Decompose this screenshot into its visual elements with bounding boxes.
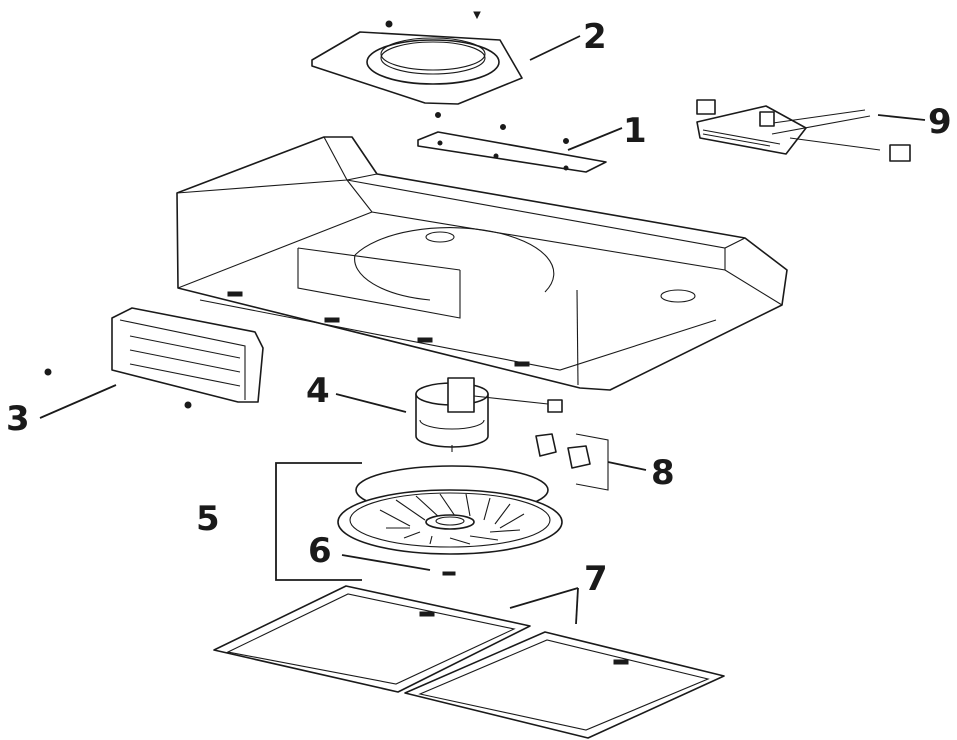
callout-3: 3 bbox=[6, 399, 30, 439]
callout-8: 8 bbox=[651, 453, 675, 493]
part-8-clips bbox=[535, 433, 609, 491]
callout-2: 2 bbox=[583, 17, 607, 57]
part-1-cover-plate bbox=[417, 112, 607, 173]
callout-6: 6 bbox=[308, 531, 332, 571]
part-6-nut bbox=[442, 571, 456, 576]
part-5-fan-wheel bbox=[275, 462, 563, 581]
callout-5: 5 bbox=[196, 499, 220, 539]
part-3-light-assembly bbox=[44, 307, 264, 409]
callout-4: 4 bbox=[306, 371, 330, 411]
part-9-wiring-harness bbox=[696, 99, 911, 162]
part-2-duct-collar bbox=[311, 11, 523, 105]
part-7-grease-filters bbox=[213, 585, 725, 739]
callout-1: 1 bbox=[623, 111, 647, 151]
leader-lines bbox=[39, 35, 926, 625]
hood-body bbox=[176, 136, 788, 391]
part-4-blower-motor bbox=[415, 377, 563, 452]
callout-9: 9 bbox=[928, 102, 952, 142]
callout-7: 7 bbox=[584, 559, 608, 599]
